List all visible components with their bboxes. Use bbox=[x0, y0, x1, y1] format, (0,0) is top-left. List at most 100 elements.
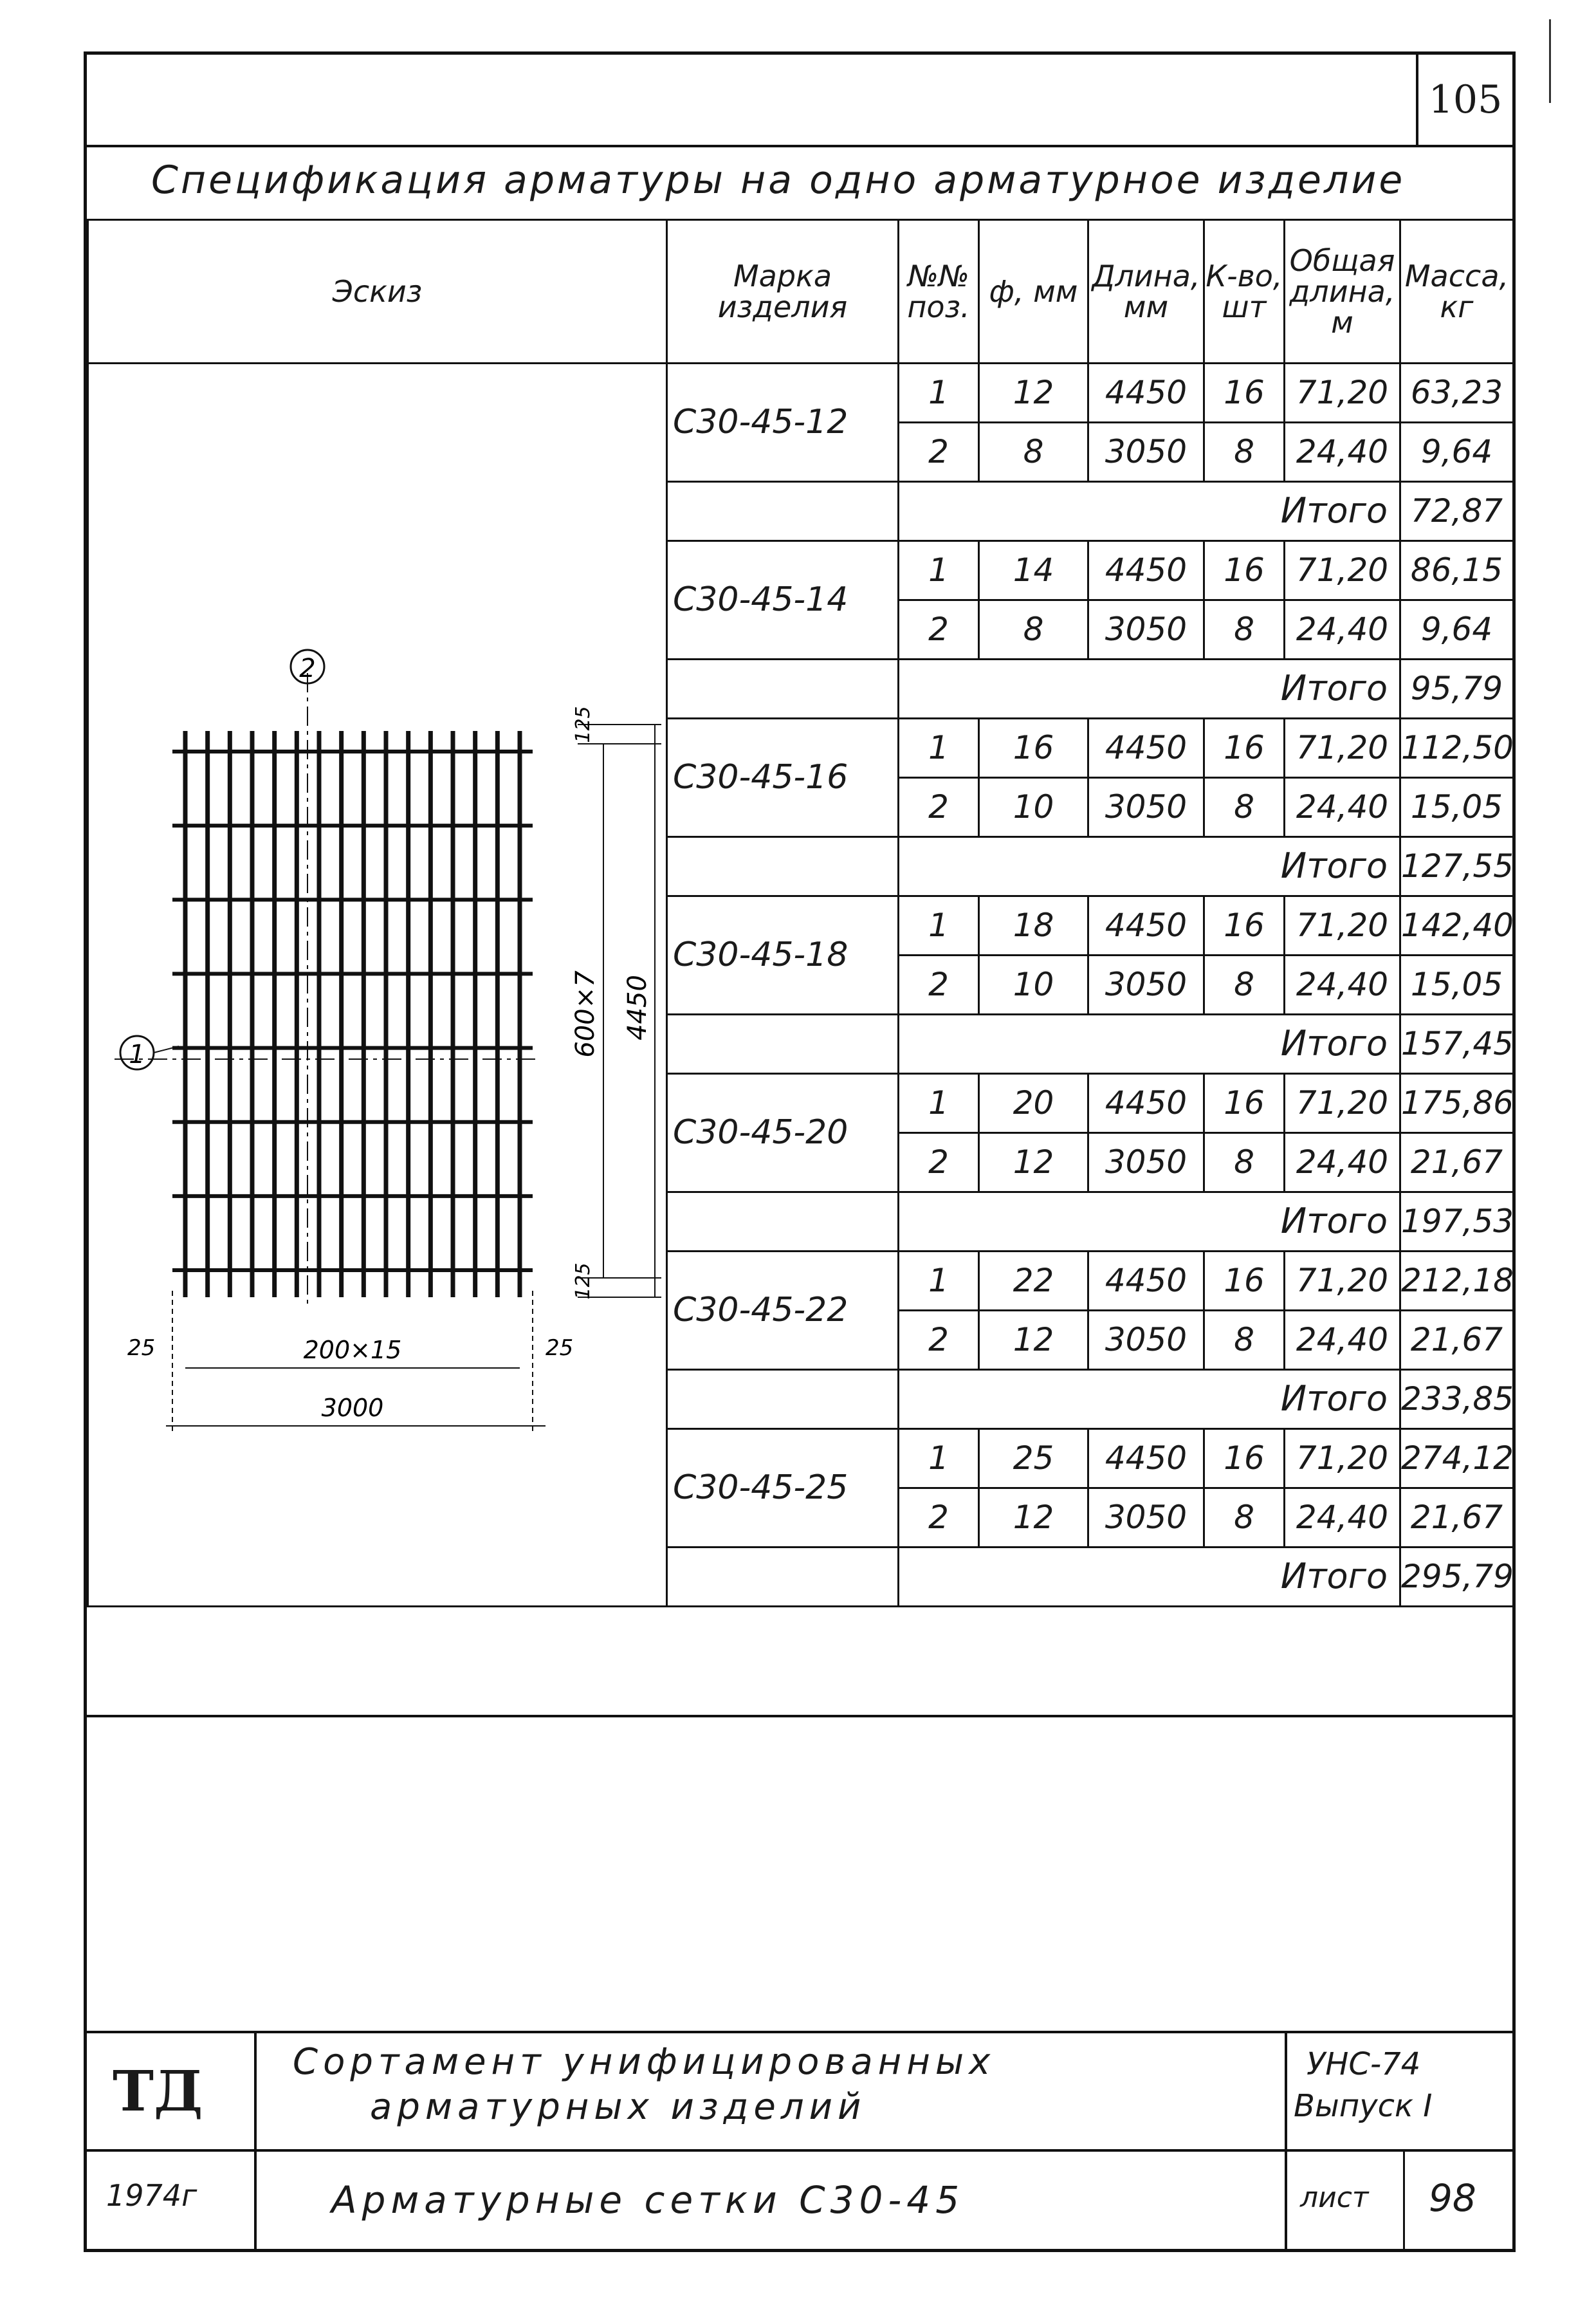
dim-inner-label: 600×7 bbox=[571, 970, 600, 1058]
page-number-box: 105 bbox=[1416, 55, 1512, 145]
cell-length: 3050 bbox=[1087, 1487, 1205, 1548]
product-mark: С30-45-12 bbox=[666, 362, 899, 483]
stamp-title-line1: Сортамент унифицированных bbox=[293, 2041, 996, 2083]
header-sketch: Эскиз bbox=[87, 219, 668, 364]
table-bottom-line bbox=[87, 1715, 1512, 1717]
cell-total: 24,40 bbox=[1283, 599, 1401, 660]
cell-pos: 2 bbox=[897, 599, 980, 660]
cell-mass: 21,67 bbox=[1399, 1309, 1514, 1371]
cell-length: 4450 bbox=[1087, 1073, 1205, 1134]
cell-pos: 1 bbox=[897, 717, 980, 779]
stamp-code-cell: УНС-74 Выпуск I лист 98 bbox=[1285, 2033, 1512, 2249]
scan-edge-mark bbox=[1549, 19, 1551, 103]
cell-dia: 25 bbox=[978, 1428, 1089, 1489]
cell-dia: 10 bbox=[978, 777, 1089, 838]
cell-count: 8 bbox=[1203, 777, 1285, 838]
cell-dia: 10 bbox=[978, 954, 1089, 1015]
spec-table: Эскиз Марка изделия №№ поз. ф, мм Длина,… bbox=[87, 219, 1514, 1607]
itogo-spacer bbox=[666, 1191, 899, 1252]
itogo-spacer bbox=[666, 1369, 899, 1430]
cell-count: 8 bbox=[1203, 599, 1285, 660]
itogo-label: Итого bbox=[897, 1191, 1401, 1252]
cell-dia: 12 bbox=[978, 1132, 1089, 1193]
cell-length: 4450 bbox=[1087, 1250, 1205, 1311]
cell-total: 71,20 bbox=[1283, 540, 1401, 601]
cell-count: 16 bbox=[1203, 540, 1285, 601]
cell-total: 24,40 bbox=[1283, 1132, 1401, 1193]
cell-total: 24,40 bbox=[1283, 777, 1401, 838]
cell-count: 16 bbox=[1203, 717, 1285, 779]
drawing-frame: 105 Спецификация арматуры на одно армату… bbox=[84, 51, 1516, 2252]
itogo-value: 197,53 bbox=[1399, 1191, 1514, 1252]
itogo-spacer bbox=[666, 658, 899, 719]
cell-pos: 1 bbox=[897, 1250, 980, 1311]
cell-count: 16 bbox=[1203, 895, 1285, 956]
cell-total: 71,20 bbox=[1283, 362, 1401, 423]
top-divider bbox=[87, 145, 1512, 147]
dim-height-label: 4450 bbox=[623, 975, 652, 1040]
dim-width-label: 3000 bbox=[322, 1394, 384, 1422]
product-mark: С30-45-16 bbox=[666, 717, 899, 838]
cell-count: 8 bbox=[1203, 1487, 1285, 1548]
cell-length: 4450 bbox=[1087, 362, 1205, 423]
cell-length: 3050 bbox=[1087, 1132, 1205, 1193]
cell-total: 71,20 bbox=[1283, 1073, 1401, 1134]
cell-mass: 175,86 bbox=[1399, 1073, 1514, 1134]
cell-pos: 2 bbox=[897, 1309, 980, 1371]
cell-total: 71,20 bbox=[1283, 717, 1401, 779]
cell-count: 16 bbox=[1203, 1250, 1285, 1311]
itogo-label: Итого bbox=[897, 1013, 1401, 1075]
cell-pos: 2 bbox=[897, 421, 980, 483]
dim-right-label: 25 bbox=[546, 1335, 573, 1361]
itogo-value: 127,55 bbox=[1399, 836, 1514, 897]
dim-step-label: 200×15 bbox=[304, 1336, 402, 1364]
cell-length: 3050 bbox=[1087, 599, 1205, 660]
itogo-label: Итого bbox=[897, 481, 1401, 542]
cell-mass: 9,64 bbox=[1399, 599, 1514, 660]
stamp-code-line2: Выпуск I bbox=[1294, 2088, 1433, 2124]
page-number: 105 bbox=[1428, 77, 1503, 122]
cell-mass: 212,18 bbox=[1399, 1250, 1514, 1311]
cell-mass: 21,67 bbox=[1399, 1487, 1514, 1548]
pos2-circle bbox=[289, 649, 326, 685]
product-mark: С30-45-14 bbox=[666, 540, 899, 660]
product-mark: С30-45-25 bbox=[666, 1428, 899, 1548]
itogo-spacer bbox=[666, 1546, 899, 1607]
header-count: К-во, шт bbox=[1203, 219, 1285, 364]
cell-count: 8 bbox=[1203, 421, 1285, 483]
cell-mass: 63,23 bbox=[1399, 362, 1514, 423]
cell-length: 4450 bbox=[1087, 895, 1205, 956]
itogo-label: Итого bbox=[897, 1546, 1401, 1607]
pos2-label: 2 bbox=[299, 654, 315, 683]
stamp-title-line3: Арматурные сетки С30-45 bbox=[331, 2178, 965, 2222]
cell-mass: 15,05 bbox=[1399, 954, 1514, 1015]
itogo-label: Итого bbox=[897, 1369, 1401, 1430]
stamp-sheet-number: 98 bbox=[1429, 2176, 1476, 2220]
cell-total: 24,40 bbox=[1283, 421, 1401, 483]
cell-count: 8 bbox=[1203, 954, 1285, 1015]
header-mark: Марка изделия bbox=[666, 219, 899, 364]
cell-pos: 1 bbox=[897, 540, 980, 601]
cell-length: 3050 bbox=[1087, 421, 1205, 483]
itogo-spacer bbox=[666, 481, 899, 542]
dim-top-label: 125 bbox=[572, 706, 594, 743]
cell-length: 4450 bbox=[1087, 717, 1205, 779]
dim-bottom-label: 125 bbox=[572, 1262, 594, 1299]
itogo-spacer bbox=[666, 1013, 899, 1075]
cell-total: 71,20 bbox=[1283, 1428, 1401, 1489]
cell-pos: 2 bbox=[897, 777, 980, 838]
